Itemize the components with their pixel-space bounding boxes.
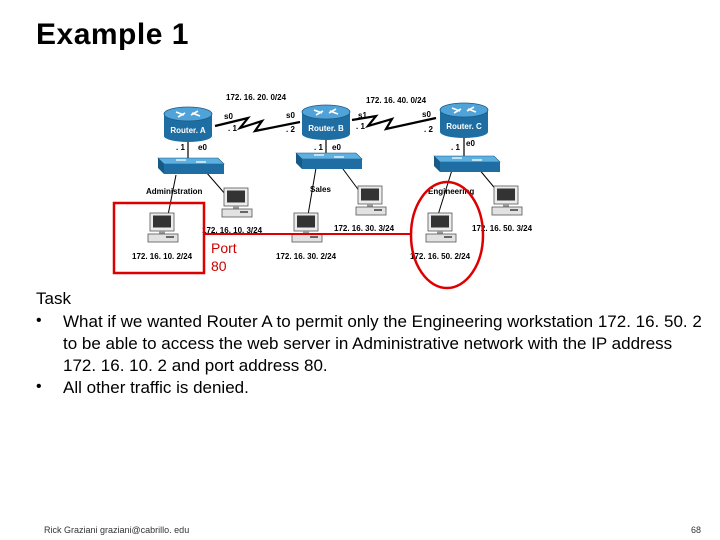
bullet-icon: •	[36, 378, 42, 395]
eng-workstation-highlight	[409, 180, 485, 290]
b-e0-ip: . 1	[314, 143, 323, 152]
port-label: Port 80	[211, 240, 237, 274]
switch-b	[295, 152, 363, 170]
switch-c	[433, 155, 501, 173]
host-b1-ip: 172. 16. 30. 3/24	[334, 224, 395, 233]
svg-text:Router. B: Router. B	[308, 124, 344, 133]
task-bullet: • What if we wanted Router A to permit o…	[36, 311, 706, 377]
a-e0-ip: . 1	[176, 143, 185, 152]
lan-a-cables	[167, 171, 227, 216]
task-section: Task • What if we wanted Router A to per…	[36, 288, 706, 399]
footer-credit: Rick Graziani graziani@cabrillo. edu	[44, 525, 190, 535]
b-e0-label: e0	[332, 143, 341, 152]
task-bullet: • All other traffic is denied.	[36, 377, 706, 399]
c-s0-ip: . 2	[424, 125, 433, 134]
serial-link-bc	[351, 114, 437, 131]
pc-sales-1	[355, 185, 387, 216]
serial-link-ab	[214, 116, 301, 133]
c-e0-label: e0	[466, 139, 475, 148]
switch-a	[157, 157, 225, 175]
host-a2-ip: 172. 16. 10. 2/24	[132, 252, 193, 261]
pc-admin-1	[221, 187, 253, 218]
c-e0-ip: . 1	[451, 143, 460, 152]
pc-sales-2	[291, 212, 323, 243]
task-bullet-text: What if we wanted Router A to permit onl…	[63, 312, 702, 375]
slide-title: Example 1	[36, 18, 189, 51]
host-b2-ip: 172. 16. 30. 2/24	[276, 252, 337, 261]
b-s1-label: s1	[358, 111, 367, 120]
wan-ab-label: 172. 16. 20. 0/24	[226, 93, 287, 102]
pc-eng-1	[491, 185, 523, 216]
c-s0-label: s0	[422, 110, 431, 119]
svg-text:Router. C: Router. C	[446, 122, 482, 131]
wan-bc-label: 172. 16. 40. 0/24	[366, 96, 427, 105]
a-s0-ip: . 1	[228, 124, 237, 133]
host-c1-ip: 172. 16. 50. 3/24	[472, 224, 533, 233]
router-c: Router. C	[439, 102, 489, 139]
a-e0-label: e0	[198, 143, 207, 152]
b-s0-label: s0	[286, 111, 295, 120]
pc-admin-2	[147, 212, 179, 243]
b-s1-ip: . 1	[356, 122, 365, 131]
bullet-icon: •	[36, 312, 42, 329]
router-a: Router. A	[163, 106, 213, 143]
host-c2-ip: 172. 16. 50. 2/24	[410, 252, 471, 261]
web-server-highlight	[112, 201, 206, 275]
host-a1-ip: 172. 16. 10. 3/24	[202, 226, 263, 235]
network-diagram: Router. A Router. B Router. C 172. 16. 2…	[112, 93, 533, 290]
router-b: Router. B	[301, 104, 351, 141]
svg-text:Router. A: Router. A	[170, 126, 205, 135]
lan-admin-label: Administration	[146, 187, 203, 196]
task-bullet-text: All other traffic is denied.	[63, 378, 249, 397]
task-heading: Task	[36, 289, 71, 308]
b-s0-ip: . 2	[286, 125, 295, 134]
pc-eng-2	[425, 212, 457, 243]
lan-eng-label: Engineering	[428, 187, 474, 196]
page-number: 68	[691, 525, 702, 535]
a-s0-label: s0	[224, 112, 233, 121]
lan-b-cables	[307, 164, 361, 216]
lan-sales-label: Sales	[310, 185, 331, 194]
